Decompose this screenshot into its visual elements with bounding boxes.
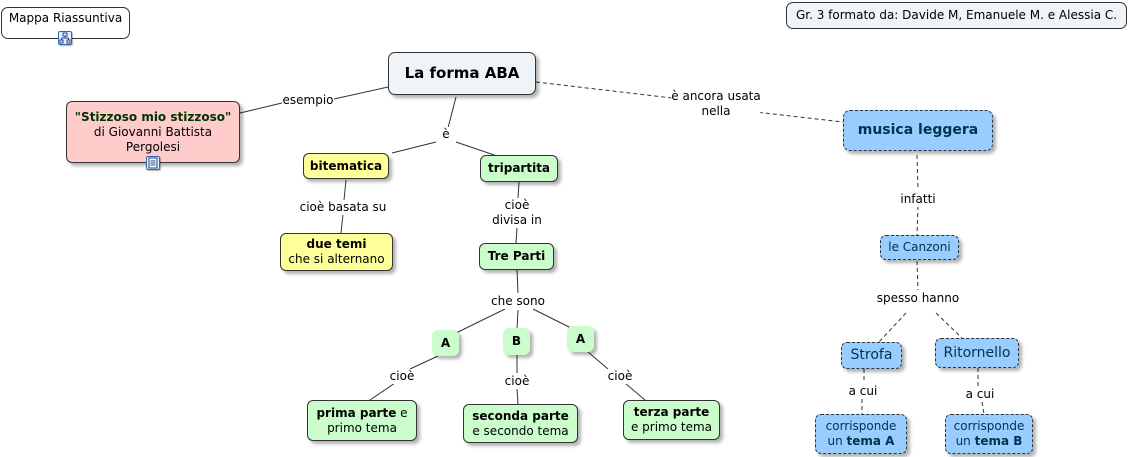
- corr-b-pre: un: [955, 434, 975, 448]
- link-bitematica-cioe: [343, 179, 347, 201]
- part-b-node[interactable]: B: [503, 328, 530, 355]
- part-b-label: B: [511, 334, 522, 348]
- prima-parte-node[interactable]: prima parte e primo tema: [307, 400, 417, 441]
- label-cioe-divisa-line2: divisa in: [492, 213, 542, 227]
- link-spesso-ritornello: [935, 312, 963, 339]
- bitematica-node[interactable]: bitematica: [303, 153, 389, 179]
- musica-leggera-label: musica leggera: [857, 122, 979, 138]
- link-spesso-strofa: [878, 312, 907, 343]
- label-spesso-hanno: spesso hanno: [876, 291, 960, 306]
- link-a1-cioe: [409, 355, 439, 370]
- corr-b-bold: tema B: [974, 434, 1023, 448]
- example-node[interactable]: "Stizzoso mio stizzoso" di Giovanni Batt…: [66, 101, 240, 163]
- note-icon[interactable]: [146, 156, 160, 170]
- prima-rest2: primo tema: [327, 420, 397, 435]
- corr-a-line1: corrisponde: [825, 419, 897, 433]
- label-ancora-line1: è ancora usata: [671, 89, 761, 103]
- canzoni-label: le Canzoni: [888, 240, 951, 254]
- label-esempio: esempio: [282, 93, 334, 108]
- link-tripartita-cioe: [517, 181, 520, 199]
- label-ancora: è ancora usata nella: [671, 89, 761, 119]
- link-cioe-duetemi: [340, 213, 344, 234]
- link-root-esempio: [333, 86, 389, 100]
- link-chesono-b: [516, 309, 519, 330]
- link-infatti-canzoni: [916, 205, 919, 236]
- label-a-cui-2: a cui: [965, 387, 995, 402]
- link-musica-infatti: [916, 154, 919, 191]
- label-cioe-basata: cioè basata su: [299, 200, 387, 215]
- label-e: è: [442, 127, 450, 142]
- link-cioe-terza: [624, 382, 646, 401]
- due-temi-bold: due temi: [306, 237, 367, 251]
- due-temi-rest: che si alternano: [288, 252, 385, 266]
- seconda-parte-node[interactable]: seconda parte e secondo tema: [463, 404, 578, 443]
- label-cioe-3: cioè: [607, 369, 633, 384]
- strofa-label: Strofa: [850, 347, 893, 363]
- credits-box: Gr. 3 formato da: Davide M, Emanuele M. …: [786, 2, 1127, 29]
- ritornello-label: Ritornello: [943, 344, 1011, 361]
- link-root-e: [447, 96, 457, 129]
- tripartita-label: tripartita: [487, 161, 551, 175]
- summary-map-label: Mappa Riassuntiva: [8, 11, 123, 25]
- link-cioe-seconda: [516, 387, 519, 405]
- terza-rest: e primo tema: [630, 420, 713, 434]
- label-cioe-2: cioè: [504, 374, 530, 389]
- label-cioe-divisa-line1: cioè: [504, 198, 530, 212]
- part-a1-node[interactable]: A: [432, 330, 459, 356]
- tre-parti-label: Tre Parti: [487, 249, 546, 263]
- corrisponde-a-node[interactable]: corrisponde un tema A: [815, 414, 907, 454]
- link-a2-cioe: [587, 351, 609, 370]
- link-e-tripartita: [455, 141, 501, 158]
- link-canzoni-spesso: [916, 260, 919, 291]
- tripartita-node[interactable]: tripartita: [480, 155, 558, 182]
- corr-b-line1: corrisponde: [953, 419, 1025, 433]
- bitematica-label: bitematica: [309, 158, 383, 173]
- example-author: di Giovanni Battista Pergolesi: [93, 124, 213, 154]
- part-a2-node[interactable]: A: [567, 326, 594, 352]
- seconda-bold: seconda parte: [472, 408, 569, 423]
- link-e-bitematica: [391, 141, 437, 154]
- prima-rest1: e: [396, 405, 408, 420]
- example-title: "Stizzoso mio stizzoso": [74, 109, 232, 124]
- link-cioe-treparti: [515, 227, 518, 244]
- link-cioe-prima: [369, 382, 396, 401]
- musica-leggera-node[interactable]: musica leggera: [843, 110, 993, 151]
- root-title: La forma ABA: [404, 64, 520, 82]
- tre-parti-node[interactable]: Tre Parti: [479, 243, 554, 270]
- label-cioe-1: cioè: [389, 369, 415, 384]
- link-chesono-a1: [455, 308, 506, 334]
- link-root-ancora: [535, 81, 673, 99]
- part-a1-label: A: [440, 335, 451, 350]
- root-node[interactable]: La forma ABA: [388, 52, 536, 95]
- link-treparti-chesono: [516, 269, 519, 294]
- hierarchy-icon[interactable]: [58, 31, 72, 45]
- label-che-sono: che sono: [491, 294, 545, 309]
- label-infatti: infatti: [900, 192, 936, 207]
- label-a-cui-1: a cui: [848, 384, 878, 399]
- credits-text: Gr. 3 formato da: Davide M, Emanuele M. …: [795, 8, 1118, 22]
- part-a2-label: A: [575, 331, 586, 346]
- corr-a-bold: tema A: [846, 434, 895, 448]
- label-cioe-divisa: cioè divisa in: [492, 198, 542, 228]
- ritornello-node[interactable]: Ritornello: [935, 338, 1019, 368]
- link-acui-corrb: [981, 401, 985, 415]
- strofa-node[interactable]: Strofa: [841, 342, 902, 369]
- prima-bold: prima parte: [316, 405, 397, 420]
- terza-bold: terza parte: [633, 405, 710, 419]
- canzoni-node[interactable]: le Canzoni: [880, 235, 959, 260]
- label-ancora-line2: nella: [701, 104, 731, 118]
- corrisponde-b-node[interactable]: corrisponde un tema B: [945, 414, 1033, 454]
- terza-parte-node[interactable]: terza parte e primo tema: [623, 400, 720, 440]
- corr-a-pre: un: [827, 434, 847, 448]
- seconda-rest: e secondo tema: [472, 423, 569, 438]
- link-esempio-example: [239, 102, 283, 114]
- due-temi-node[interactable]: due temi che si alternano: [280, 233, 393, 271]
- link-chesono-a2: [532, 308, 574, 330]
